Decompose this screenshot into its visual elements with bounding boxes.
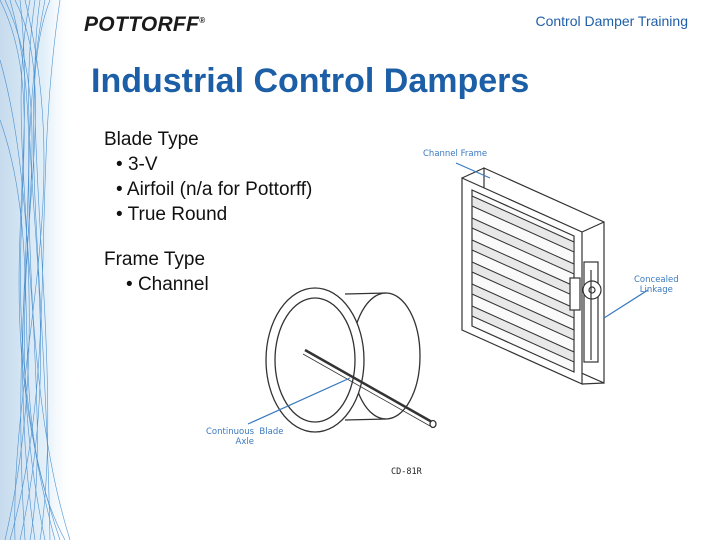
round-damper-drawing — [265, 287, 437, 433]
registered-mark: ® — [199, 16, 206, 25]
concealed-linkage-label-1: Concealed — [634, 275, 679, 285]
concealed-linkage-label-2: Linkage — [639, 285, 673, 295]
concealed-linkage-callout: Concealed Linkage — [634, 275, 679, 295]
slide-title: Industrial Control Dampers — [91, 62, 530, 100]
blade-type-item: True Round — [116, 202, 312, 227]
frame-type-heading: Frame Type — [104, 249, 206, 270]
channel-frame-callout: Channel Frame — [423, 149, 487, 159]
continuous-blade-axle-label-1: Continuous Blade — [206, 427, 284, 437]
section-title: Control Damper Training — [535, 13, 688, 29]
bullet-list: Blade Type 3-V Airfoil (n/a for Pottorff… — [104, 127, 312, 297]
frame-type-item: Channel — [126, 272, 312, 297]
rectangular-damper-drawing — [461, 167, 605, 385]
blade-type-heading: Blade Type — [104, 129, 199, 150]
model-label: CD-81R — [391, 467, 422, 477]
pottorff-logo: POTTORFF® — [84, 13, 205, 37]
decorative-swirl-band — [0, 0, 75, 540]
continuous-blade-axle-callout: Continuous Blade Axle — [206, 427, 283, 447]
blade-type-item: 3-V — [116, 152, 312, 177]
blade-type-item: Airfoil (n/a for Pottorff) — [116, 177, 313, 202]
logo-text: POTTORFF — [84, 13, 200, 36]
channel-frame-label: Channel Frame — [423, 149, 488, 159]
continuous-blade-axle-label-2: Axle — [235, 437, 254, 447]
